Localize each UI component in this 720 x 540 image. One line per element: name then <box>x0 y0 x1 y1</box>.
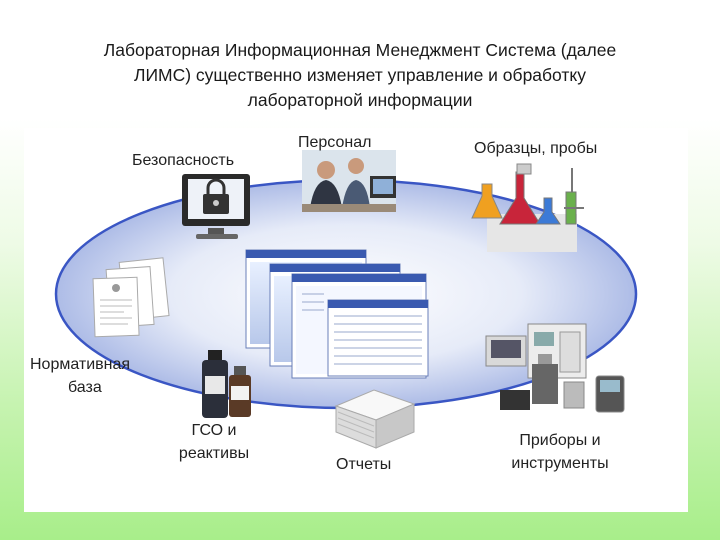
lab-instruments-icon <box>485 323 625 413</box>
page-title: Лабораторная Информационная Менеджмент С… <box>40 38 680 113</box>
label-reports: Отчеты <box>336 456 392 473</box>
software-windows-icon <box>245 249 429 379</box>
reagent-bottles-icon <box>202 350 251 418</box>
label-devices-line-2: инструменты <box>511 455 609 472</box>
lab-flasks-icon <box>471 163 584 252</box>
title-line-2: ЛИМС) существенно изменяет управление и … <box>133 65 587 85</box>
label-personnel: Персонал <box>298 134 372 151</box>
label-normative-line-2: база <box>68 379 102 396</box>
label-samples: Образцы, пробы <box>474 140 598 157</box>
label-security: Безопасность <box>132 152 235 169</box>
label-gso-line-2: реактивы <box>178 445 250 462</box>
label-normative-line-1: Нормативная <box>30 356 131 373</box>
title-line-1: Лабораторная Информационная Менеджмент С… <box>103 40 617 60</box>
people-at-computer-icon <box>302 150 396 212</box>
documents-stack-icon <box>92 257 170 338</box>
paper-stack-icon <box>334 389 416 449</box>
lims-diagram-panel: Безопасность Персонал Образцы, пробы Нор… <box>24 128 688 512</box>
label-gso-line-1: ГСО и <box>191 422 237 439</box>
label-devices-line-1: Приборы и <box>519 432 601 449</box>
title-line-3: лабораторной информации <box>247 90 473 110</box>
lims-diagram <box>54 150 638 449</box>
lock-monitor-icon <box>182 174 250 239</box>
